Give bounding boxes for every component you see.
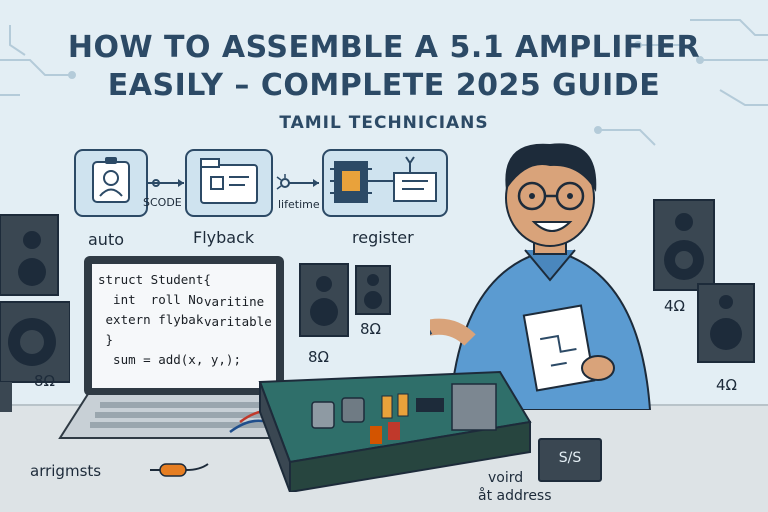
bottom-right-text-2: åt address <box>478 488 552 504</box>
laptop-screen: struct Student{ int roll No varitine ext… <box>92 264 276 388</box>
flow-label-auto: auto <box>88 230 125 249</box>
bottom-right-text-1: voird <box>488 470 524 486</box>
amplifier-board <box>229 370 532 492</box>
subtitle: TAMIL TECHNICIANS <box>279 113 489 133</box>
connector-arrow-2 <box>276 174 319 190</box>
id-badge-icon <box>92 157 130 203</box>
flow-box-flyback <box>185 149 273 217</box>
code-line-4: } <box>98 332 114 347</box>
chip-component: S/S <box>538 438 602 482</box>
code-line-2: int roll No <box>98 292 204 307</box>
laptop-screen-frame: struct Student{ int roll No varitine ext… <box>84 256 284 396</box>
technician-illustration <box>430 143 652 410</box>
flow-label-flyback: Flyback <box>193 228 255 247</box>
chip-diagram-icon <box>330 156 437 203</box>
code-line-3: extern flybak <box>98 312 204 327</box>
speaker-label-left: 8Ω <box>34 372 56 390</box>
chip-label: S/S <box>558 450 582 466</box>
title-line-2: EASILY – COMPLETE 2025 GUIDE <box>107 68 661 103</box>
flow-label-register: register <box>352 228 414 247</box>
connector-label-lifetime: lifetime <box>278 198 320 211</box>
flow-box-register <box>322 149 448 217</box>
laptop-keyboard <box>58 394 310 439</box>
right-speakers <box>653 199 755 363</box>
connector-arrow-1 <box>146 179 184 187</box>
connector-label-scode: SCODE <box>143 196 182 209</box>
orange-plug <box>150 463 209 477</box>
flow-box-auto <box>74 149 148 217</box>
code-line-3-note: varitable <box>204 314 272 329</box>
code-line-5: sum = add(x, y,); <box>98 352 241 367</box>
left-speakers <box>0 214 70 412</box>
flyback-module-icon <box>200 158 258 204</box>
speaker-label-right-bottom: 4Ω <box>716 376 738 394</box>
speaker-label-center-big: 8Ω <box>308 348 330 366</box>
bottom-left-text: arrigmsts <box>30 462 102 480</box>
speaker-label-center-small: 8Ω <box>360 320 382 338</box>
middle-speakers <box>299 263 391 337</box>
code-line-1: struct Student{ <box>98 272 211 287</box>
code-line-2-note: varitine <box>204 294 265 309</box>
title-line-1: HOW TO ASSEMBLE A 5.1 AMPLIFIER <box>67 30 701 65</box>
speaker-label-right-top: 4Ω <box>664 297 686 315</box>
